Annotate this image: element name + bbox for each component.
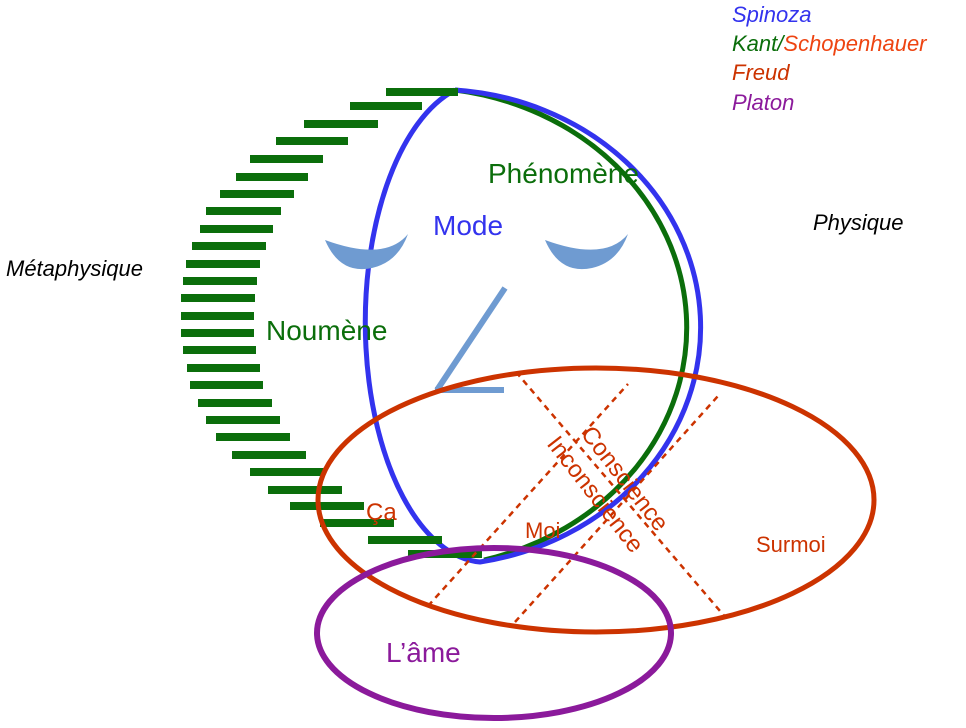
- label-ame: L’âme: [386, 637, 461, 668]
- right-eye-icon: [545, 234, 628, 270]
- left-eye-icon: [325, 234, 408, 270]
- label-ca: Ça: [366, 499, 397, 526]
- label-phenomene: Phénomène: [488, 158, 639, 189]
- freud-ellipse: [315, 365, 877, 635]
- legend-kant-schopenhauer: Kant/Schopenhauer: [732, 31, 928, 56]
- spinoza-mode-arc: [362, 87, 704, 565]
- platon-ellipse: [314, 545, 674, 721]
- noumene-bars: [181, 88, 482, 558]
- legend-slash: /: [775, 31, 785, 56]
- label-noumene: Noumène: [266, 315, 387, 346]
- kant-phenomene-arc: [454, 87, 690, 563]
- legend-schopenhauer: Schopenhauer: [783, 31, 928, 56]
- label-surmoi: Surmoi: [756, 532, 826, 557]
- label-mode: Mode: [433, 210, 503, 241]
- legend-spinoza: Spinoza: [732, 2, 812, 27]
- legend-platon: Platon: [732, 90, 794, 115]
- label-metaphysique: Métaphysique: [6, 256, 143, 281]
- legend-freud: Freud: [732, 60, 790, 85]
- legend-kant: Kant: [732, 31, 778, 56]
- label-physique: Physique: [813, 210, 904, 235]
- label-moi: Moi: [525, 518, 560, 543]
- freud-dividers: [427, 371, 727, 623]
